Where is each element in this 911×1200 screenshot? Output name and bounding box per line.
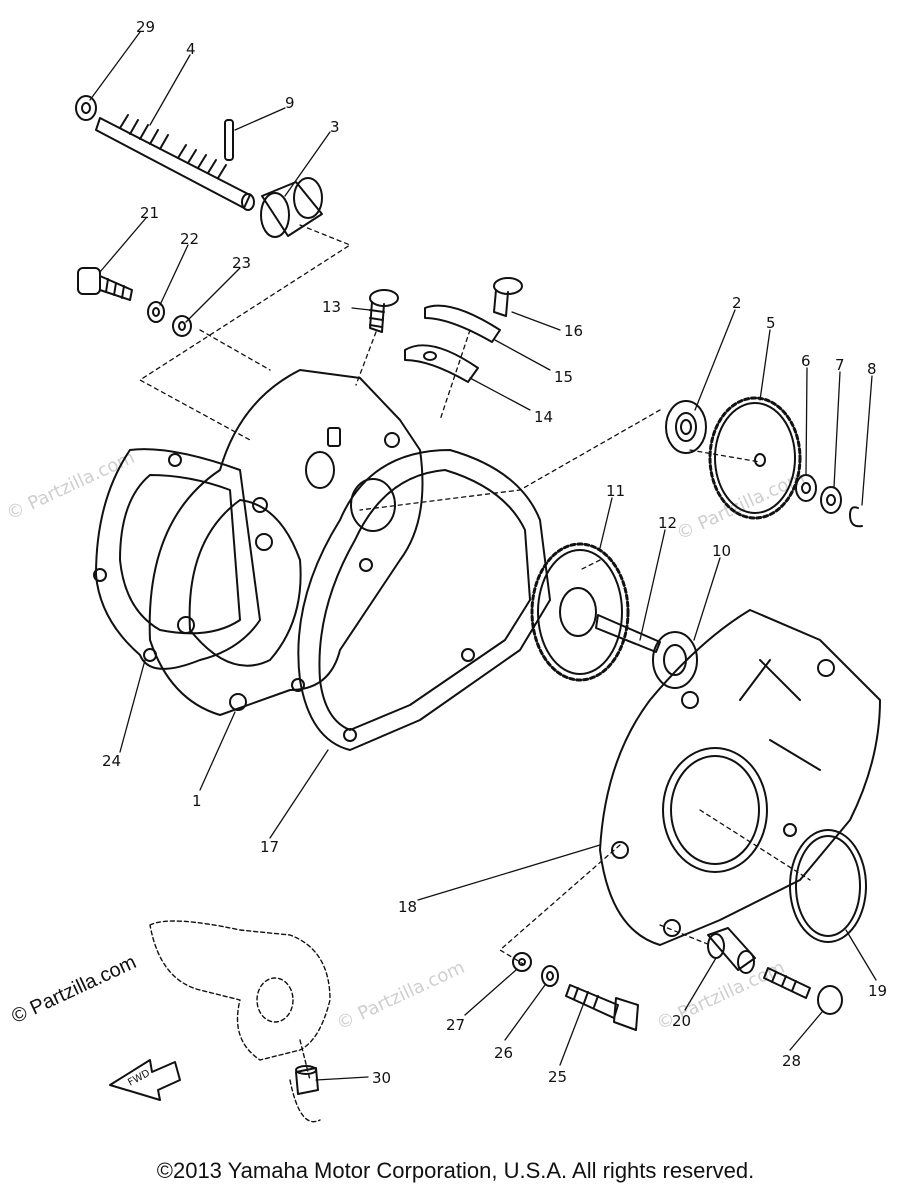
fwd-arrow-label: FWD	[126, 1068, 152, 1089]
callout-2: 2	[732, 294, 742, 312]
circlip-8	[849, 506, 863, 528]
plate-15	[424, 304, 501, 343]
callout-27: 27	[446, 1016, 465, 1034]
callout-8: 8	[867, 360, 877, 378]
callout-24: 24	[102, 752, 121, 770]
bolt-28	[763, 967, 843, 1015]
callout-5: 5	[766, 314, 776, 332]
watermarks: © Partzilla.com © Partzilla.com © Partzi…	[3, 447, 808, 1035]
exploded-parts-diagram: © Partzilla.com © Partzilla.com © Partzi…	[3, 18, 887, 1123]
callout-28: 28	[782, 1052, 801, 1070]
callout-23: 23	[232, 254, 251, 272]
callout-21: 21	[140, 204, 159, 222]
housing-1	[148, 369, 424, 716]
fwd-arrow-icon: FWD	[109, 1059, 181, 1101]
assembly-lines	[139, 224, 811, 966]
callout-7: 7	[835, 356, 845, 374]
bolt-25	[565, 984, 639, 1031]
callout-19: 19	[868, 982, 887, 1000]
callout-11: 11	[606, 482, 625, 500]
copyright-notice: ©2013 Yamaha Motor Corporation, U.S.A. A…	[156, 1158, 755, 1183]
callout-15: 15	[554, 368, 573, 386]
collar-20	[707, 927, 756, 974]
bolt-21	[77, 267, 133, 301]
callout-16: 16	[564, 322, 583, 340]
callout-22: 22	[180, 230, 199, 248]
washer-22	[147, 301, 165, 323]
washer-26	[541, 965, 559, 987]
gear-11	[530, 542, 630, 682]
washer-29	[75, 95, 97, 121]
bearing-10	[652, 631, 698, 689]
shaft-12	[595, 614, 661, 653]
watermark-text: © Partzilla.com	[673, 467, 808, 545]
callout-26: 26	[494, 1044, 513, 1062]
washer-27	[512, 952, 532, 972]
callout-18: 18	[398, 898, 417, 916]
callout-13: 13	[322, 298, 341, 316]
callout-14: 14	[534, 408, 553, 426]
callout-12: 12	[658, 514, 677, 532]
sleeve-30	[295, 1065, 319, 1095]
worm-shaft-4	[95, 114, 255, 211]
callout-1: 1	[192, 792, 202, 810]
callout-20: 20	[672, 1012, 691, 1030]
callout-30: 30	[372, 1069, 391, 1087]
gasket-17	[291, 449, 551, 751]
callout-3: 3	[330, 118, 340, 136]
cover-18	[599, 609, 881, 946]
gasket-14	[404, 344, 479, 383]
collar-3	[260, 177, 323, 238]
gasket-24	[93, 448, 261, 670]
callout-17: 17	[260, 838, 279, 856]
callout-29: 29	[136, 18, 155, 36]
gear-5	[708, 396, 802, 520]
callout-labels: 29 4 9 3 21 22 23 13 16 15 14 2 5 6 7 8 …	[102, 18, 887, 1087]
callout-6: 6	[801, 352, 811, 370]
intake-manifold-outline	[149, 920, 331, 1123]
leader-lines	[89, 31, 877, 1081]
callout-10: 10	[712, 542, 731, 560]
washer-7	[820, 486, 842, 514]
watermark-text: © Partzilla.com	[3, 447, 138, 525]
screw-16	[493, 277, 523, 317]
callout-4: 4	[186, 40, 196, 58]
callout-9: 9	[285, 94, 295, 112]
o-ring-19	[789, 829, 867, 943]
bearing-2	[665, 400, 707, 454]
callout-25: 25	[548, 1068, 567, 1086]
pin-9	[224, 119, 234, 161]
screw-13	[369, 289, 399, 333]
washer-23	[172, 315, 192, 337]
